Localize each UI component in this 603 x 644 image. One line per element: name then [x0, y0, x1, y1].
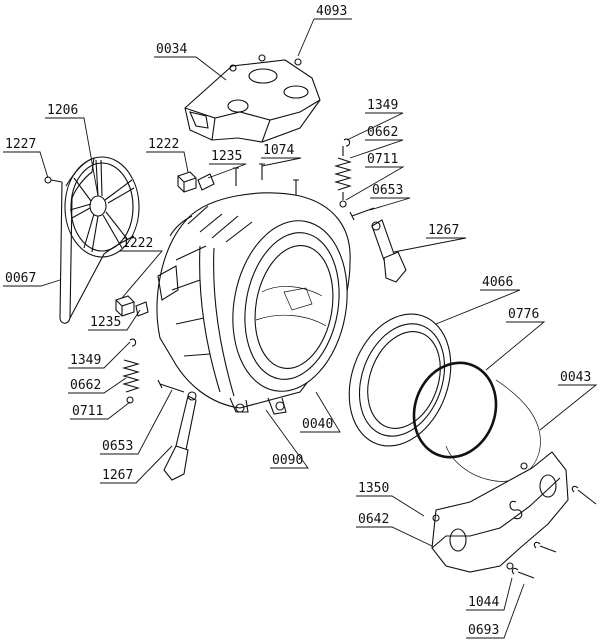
wire-drawing	[445, 379, 541, 482]
spring-bottom-drawing	[121, 338, 141, 404]
part-label-0642: 0642	[358, 512, 389, 527]
part-label-1222-top: 1222	[148, 137, 179, 152]
part-label-0043: 0043	[560, 370, 591, 385]
part-label-0653-top: 0653	[372, 183, 403, 198]
part-label-0067: 0067	[5, 271, 36, 286]
damper-clip-top-drawing	[197, 173, 215, 191]
part-label-1235-top: 1235	[211, 149, 242, 164]
part-label-1350: 1350	[358, 481, 389, 496]
damper-clip-bottom-drawing	[135, 301, 149, 317]
part-label-0776: 0776	[508, 307, 539, 322]
part-label-0090: 0090	[272, 453, 303, 468]
door-seal-drawing	[348, 313, 452, 447]
part-label-1267-top: 1267	[428, 223, 459, 238]
part-label-1267-bottom: 1267	[102, 468, 133, 483]
part-label-0653-bottom: 0653	[102, 439, 133, 454]
damper-pin-bottom-drawing	[157, 379, 185, 393]
part-label-0711-top: 0711	[367, 152, 398, 167]
part-label-1044: 1044	[468, 595, 499, 610]
part-label-0693: 0693	[468, 623, 499, 638]
part-label-4066: 4066	[482, 275, 513, 290]
part-label-1206: 1206	[47, 103, 78, 118]
counterweight-top-drawing	[184, 54, 321, 143]
counterweight-front-drawing	[431, 451, 569, 573]
part-label-0711-bottom: 0711	[72, 404, 103, 419]
bolts-right-drawing	[511, 485, 597, 579]
damper-pad-bottom-drawing	[115, 295, 135, 317]
part-label-1349-bottom: 1349	[70, 353, 101, 368]
part-label-1222-bottom: 1222	[122, 236, 153, 251]
damper-pad-top-drawing	[177, 171, 197, 193]
shock-absorber-top-drawing	[371, 219, 407, 283]
damper-pin-top-drawing	[349, 207, 375, 221]
part-label-0040: 0040	[302, 417, 333, 432]
part-label-1235-bottom: 1235	[90, 315, 121, 330]
part-label-1074: 1074	[263, 143, 294, 158]
screws-top-drawing	[233, 163, 299, 196]
seal-clamp-ring-drawing	[412, 361, 498, 459]
spring-top-drawing	[333, 138, 353, 208]
drive-belt-drawing	[59, 157, 135, 324]
part-label-0662-top: 0662	[367, 125, 398, 140]
part-label-4093: 4093	[316, 4, 347, 19]
part-label-1349-top: 1349	[367, 98, 398, 113]
shock-absorber-bottom-drawing	[163, 391, 197, 481]
part-label-0662-bottom: 0662	[70, 378, 101, 393]
part-labels: 4093 0034 1206 1227 1222 1235 1074 1349 …	[5, 4, 591, 638]
leader-lines	[3, 18, 598, 639]
drum-drawing	[232, 220, 348, 392]
part-label-0034: 0034	[156, 42, 187, 57]
part-label-1227: 1227	[5, 137, 36, 152]
